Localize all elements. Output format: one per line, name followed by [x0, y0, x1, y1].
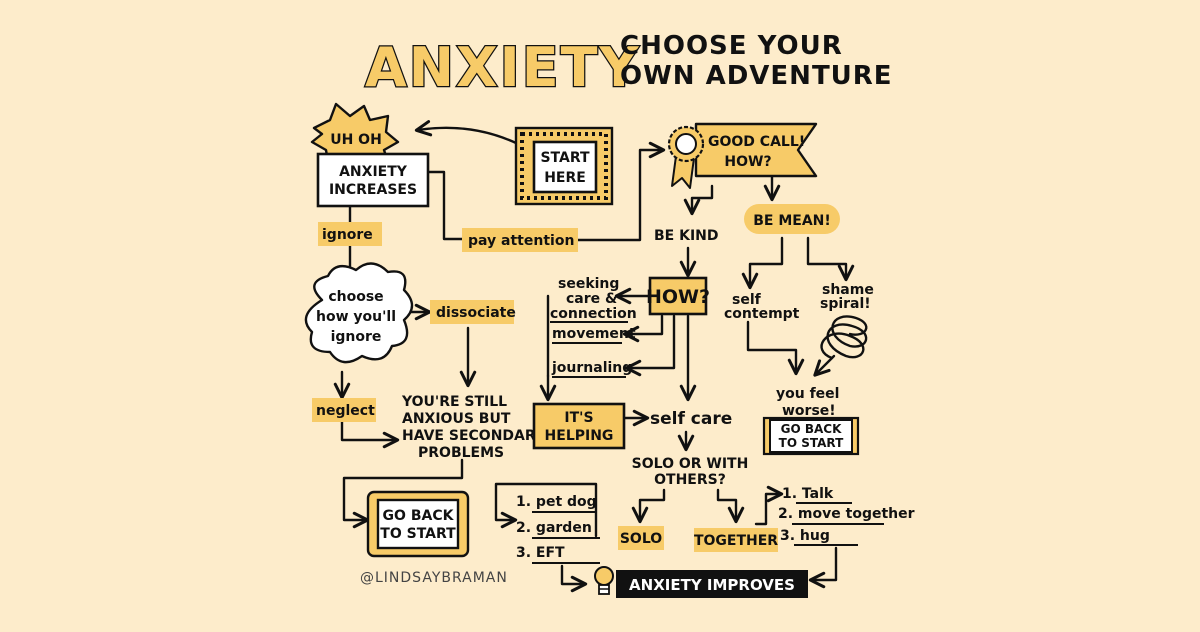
- seeking-line-3: connection: [550, 306, 637, 322]
- anxiety-increases-box: ANXIETY INCREASES: [316, 152, 430, 208]
- solo-list-item-3: 3. EFT: [516, 545, 565, 561]
- together-list: 1. Talk 2. move together 3. hug: [778, 486, 915, 546]
- dissociate-label: dissociate: [430, 300, 516, 324]
- choose-how-line-3: ignore: [331, 329, 382, 345]
- choose-how-cloud: choose how you'll ignore: [304, 262, 414, 364]
- solo-or-with-others: SOLO OR WITH OTHERS?: [632, 456, 749, 488]
- movement-label: movement: [552, 326, 636, 344]
- solo-list: 1. pet dog 2. garden 3. EFT: [516, 494, 600, 564]
- together-list-item-2: 2. move together: [778, 506, 915, 522]
- start-line-1: START: [540, 150, 590, 166]
- still-anxious-line-1: YOU'RE STILL: [401, 394, 507, 410]
- solo-or-with-line-2: OTHERS?: [654, 472, 726, 488]
- be-mean-text: BE MEAN!: [753, 213, 831, 229]
- title-main: ANXIETY: [365, 36, 641, 99]
- award-rosette-icon: [667, 125, 705, 189]
- good-call-line-2: HOW?: [724, 154, 771, 170]
- title-sub-line2: OWN ADVENTURE: [620, 61, 893, 91]
- self-contempt-line-1: self: [732, 292, 762, 308]
- anxiety-increases-line-2: INCREASES: [329, 182, 417, 198]
- solo-or-with-line-1: SOLO OR WITH: [632, 456, 749, 472]
- seeking-line-1: seeking: [558, 276, 619, 292]
- credit-handle: @LINDSAYBRAMAN: [360, 570, 508, 586]
- seeking-care-label: seeking care & connection: [550, 276, 637, 323]
- choose-how-line-1: choose: [328, 289, 383, 305]
- seeking-line-2: care &: [566, 291, 617, 307]
- journaling-text: journaling: [551, 360, 632, 376]
- go-back-right-line-2: TO START: [779, 436, 844, 450]
- start-here-box: START HERE: [514, 126, 614, 206]
- journaling-label: journaling: [551, 360, 632, 378]
- pay-attention-label: pay attention: [462, 228, 578, 252]
- choose-how-line-2: how you'll: [316, 309, 396, 325]
- uh-oh-burst: UH OH: [310, 102, 400, 170]
- spiral-icon: [820, 315, 868, 360]
- start-line-2: HERE: [544, 170, 586, 186]
- its-helping-box: IT'S HELPING: [532, 402, 626, 450]
- anxiety-increases-line-1: ANXIETY: [339, 164, 408, 180]
- ignore-text: ignore: [322, 227, 373, 243]
- neglect-label: neglect: [312, 398, 376, 422]
- lightbulb-icon: [594, 566, 614, 595]
- still-anxious-line-4: PROBLEMS: [418, 445, 504, 461]
- anxiety-improves-text: ANXIETY IMPROVES: [629, 576, 795, 594]
- together-label: TOGETHER: [694, 528, 778, 552]
- together-list-item-3: 3. hug: [780, 528, 830, 544]
- be-mean-pill: BE MEAN!: [744, 204, 840, 234]
- how-text: HOW?: [646, 286, 710, 308]
- neglect-text: neglect: [316, 403, 375, 419]
- how-box: HOW?: [646, 276, 710, 316]
- shame-spiral-line-1: shame: [822, 282, 874, 298]
- together-list-item-1: 1. Talk: [782, 486, 834, 502]
- its-helping-line-2: HELPING: [545, 428, 614, 444]
- anxiety-improves-banner: ANXIETY IMPROVES: [616, 570, 808, 598]
- still-anxious-line-2: ANXIOUS BUT: [402, 411, 511, 427]
- self-contempt-label: self contempt: [724, 292, 800, 322]
- be-kind-text: BE KIND: [654, 228, 719, 244]
- uh-oh-label: UH OH: [330, 132, 382, 148]
- dissociate-text: dissociate: [436, 305, 516, 321]
- still-anxious-text: YOU'RE STILL ANXIOUS BUT HAVE SECONDARY …: [401, 394, 546, 461]
- movement-text: movement: [552, 326, 636, 342]
- good-call-line-1: GOOD CALL!: [708, 134, 805, 150]
- go-back-right-line-1: GO BACK: [781, 422, 842, 436]
- ignore-label: ignore: [318, 222, 382, 246]
- be-kind-label: BE KIND: [654, 228, 719, 244]
- self-contempt-line-2: contempt: [724, 306, 800, 322]
- self-care-label: self care: [650, 409, 732, 429]
- go-back-start-left: GO BACK TO START: [366, 490, 470, 558]
- shame-spiral-line-2: spiral!: [820, 296, 871, 312]
- go-back-left-line-2: TO START: [380, 526, 456, 542]
- you-feel-worse-line-2: worse!: [782, 403, 836, 419]
- good-call-ribbon: GOOD CALL! HOW?: [694, 122, 818, 178]
- solo-text: SOLO: [620, 531, 662, 547]
- you-feel-worse-line-1: you feel: [776, 386, 839, 402]
- self-care-text: self care: [650, 409, 732, 429]
- go-back-start-right: GO BACK TO START: [762, 416, 860, 456]
- solo-label: SOLO: [618, 526, 664, 550]
- pay-attention-text: pay attention: [468, 233, 574, 249]
- title-sub-line1: CHOOSE YOUR: [620, 31, 843, 61]
- shame-spiral-label: shame spiral!: [820, 282, 874, 312]
- solo-list-item-2: 2. garden: [516, 520, 592, 536]
- its-helping-line-1: IT'S: [564, 410, 593, 426]
- title-group: ANXIETY CHOOSE YOUR OWN ADVENTURE: [364, 31, 893, 100]
- solo-list-item-1: 1. pet dog: [516, 494, 597, 510]
- still-anxious-line-3: HAVE SECONDARY: [402, 428, 546, 444]
- go-back-left-line-1: GO BACK: [383, 508, 455, 524]
- you-feel-worse-text: you feel worse!: [776, 386, 839, 419]
- together-text: TOGETHER: [694, 533, 778, 549]
